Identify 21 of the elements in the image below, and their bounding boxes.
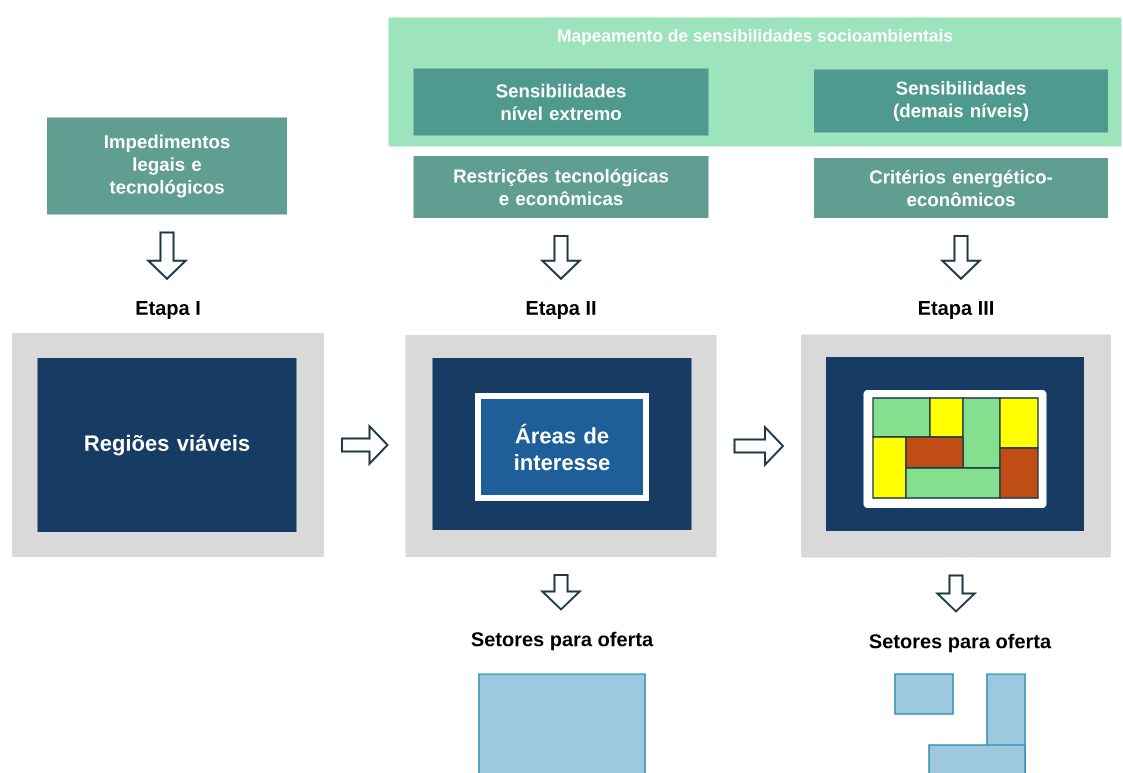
block-arrow	[539, 235, 583, 281]
block-arrow	[733, 424, 785, 468]
criteria-box: Impedimentos legais e tecnológicos	[47, 117, 287, 215]
map-drawing	[863, 390, 1047, 508]
result-box: Regiões viáveis	[37, 358, 297, 532]
criteria-box: Restrições tecnológicas e econômicas	[413, 156, 709, 218]
stage-heading: Etapa I	[136, 301, 200, 319]
band-heading: Mapeamento de sensibilidades socioambientais	[558, 28, 953, 46]
block-arrow	[939, 235, 983, 281]
area-box: Áreas de interesse	[475, 393, 649, 501]
criteria-box: Sensibilidades (demais níveis)	[814, 69, 1108, 133]
criteria-box: Sensibilidades nível extremo	[413, 68, 709, 136]
criteria-box: Critérios energético-econômicos	[814, 158, 1108, 218]
stage-heading: Etapa III	[919, 301, 993, 319]
block-arrow	[341, 423, 389, 467]
sector-heading: Setores para oferta	[471, 631, 654, 651]
stage-heading: Etapa II	[526, 301, 596, 319]
block-arrow	[934, 574, 978, 613]
sector-heading: Setores para oferta	[869, 633, 1052, 653]
block-arrow	[145, 231, 189, 281]
block-arrow	[539, 574, 583, 611]
